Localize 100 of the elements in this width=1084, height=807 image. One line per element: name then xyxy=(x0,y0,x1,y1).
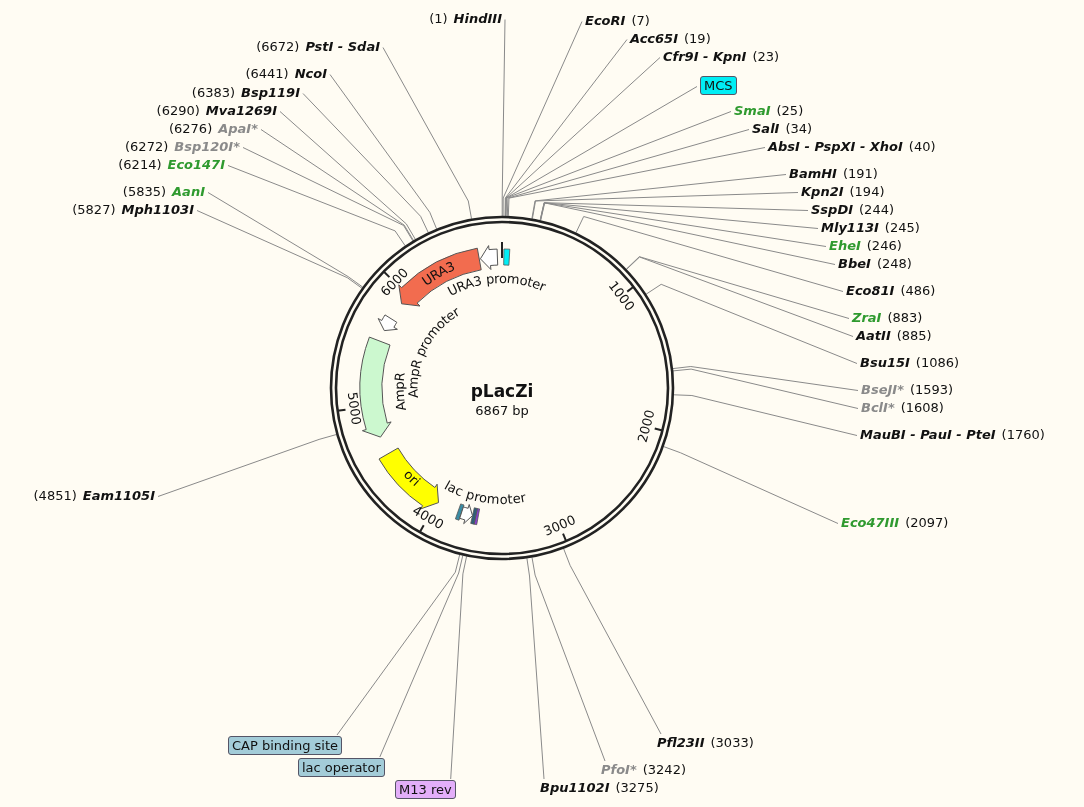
leader-line xyxy=(539,202,827,247)
enzyme-name: Mph1103I xyxy=(121,202,194,217)
enzyme-name: BseJI* xyxy=(861,382,904,397)
cut-position: (6441) xyxy=(245,66,289,81)
tick-label: 5000 xyxy=(344,391,365,426)
plasmid-size: 6867 bp xyxy=(475,403,529,418)
leader-line xyxy=(625,256,850,319)
enzyme-name: SmaI xyxy=(734,103,771,118)
leader-line xyxy=(526,557,545,780)
leader-line xyxy=(663,446,839,524)
leader-line xyxy=(336,554,461,736)
leader-line xyxy=(672,368,859,409)
cut-position: (883) xyxy=(887,310,923,325)
cut-position: (248) xyxy=(876,256,912,271)
enzyme-name: Eco81I xyxy=(846,283,895,298)
cut-position: (2097) xyxy=(905,515,949,530)
leader-line xyxy=(227,165,406,247)
enzyme-name: Kpn2I xyxy=(801,184,844,199)
leader-line xyxy=(242,147,414,242)
enzyme-name: SalI xyxy=(752,121,780,136)
cut-position: (3242) xyxy=(642,762,686,777)
enzyme-name: EcoRI xyxy=(585,13,626,28)
cut-position: (1593) xyxy=(909,382,954,397)
enzyme-name: Acc65I xyxy=(630,31,678,46)
leader-line xyxy=(539,202,819,229)
cut-position: (194) xyxy=(849,184,885,199)
leader-line xyxy=(563,548,662,735)
cut-position: (40) xyxy=(908,139,936,154)
cut-position: (5827) xyxy=(72,202,116,217)
leader-line xyxy=(672,366,859,391)
cut-position: (6272) xyxy=(125,139,169,154)
cut-position: (6214) xyxy=(118,157,162,172)
leader-line xyxy=(505,111,732,217)
leader-line xyxy=(645,283,858,364)
enzyme-name: Eco147I xyxy=(167,157,225,172)
cut-position: (3275) xyxy=(615,780,659,795)
leader-line xyxy=(157,434,337,497)
enzyme-name: BamHI xyxy=(789,166,837,181)
enzyme-name: AanI xyxy=(172,184,205,199)
cut-position: (4851) xyxy=(33,488,77,503)
enzyme-name: Bsu15I xyxy=(860,355,910,370)
leader-line xyxy=(626,256,854,337)
cut-position: (191) xyxy=(842,166,878,181)
feature-label: ori xyxy=(401,466,424,489)
leader-line xyxy=(450,555,468,780)
cut-position: (1608) xyxy=(900,400,944,415)
feature-tag: CAP binding site xyxy=(228,736,342,755)
leader-line xyxy=(379,555,464,758)
leader-line xyxy=(531,556,606,762)
leader-line xyxy=(507,147,766,217)
leader-line xyxy=(575,216,844,292)
cut-position: (19) xyxy=(684,31,711,46)
cut-position: (5835) xyxy=(122,184,167,199)
cut-position: (246) xyxy=(866,238,902,253)
enzyme-name: ApaI* xyxy=(218,121,258,136)
leader-line xyxy=(279,111,416,240)
leader-line xyxy=(302,93,429,234)
enzyme-name: AbsI - PspXI - XhoI xyxy=(768,139,903,154)
enzyme-name: Bpu1102I xyxy=(540,780,610,795)
cut-position: (25) xyxy=(776,103,804,118)
leader-line xyxy=(531,174,787,220)
leader-line xyxy=(260,129,414,241)
leader-line xyxy=(502,21,583,217)
enzyme-name: PfoI* xyxy=(601,762,637,777)
feature-tag: lac operator xyxy=(298,758,385,777)
enzyme-name: MauBI - PauI - PteI xyxy=(860,427,996,442)
enzyme-name: Bsp119I xyxy=(241,85,300,100)
cut-position: (245) xyxy=(884,220,920,235)
cut-position: (1) xyxy=(429,11,448,26)
enzyme-name: ZraI xyxy=(852,310,882,325)
enzyme-name: EheI xyxy=(829,238,861,253)
cut-position: (244) xyxy=(859,202,894,217)
enzyme-name: AatII xyxy=(856,328,891,343)
cut-position: (6672) xyxy=(256,39,300,54)
cut-position: (6290) xyxy=(156,103,200,118)
cut-position: (486) xyxy=(900,283,936,298)
cut-position: (6383) xyxy=(191,85,236,100)
leader-line xyxy=(540,202,836,265)
enzyme-name: Cfr9I - KpnI xyxy=(663,49,747,64)
leader-line xyxy=(196,210,363,289)
enzyme-name: Eco47III xyxy=(841,515,900,530)
enzyme-name: Pfl23II xyxy=(657,735,705,750)
enzyme-name: Eam1105I xyxy=(82,488,155,503)
enzyme-name: BclI* xyxy=(861,400,895,415)
cut-position: (7) xyxy=(631,13,650,28)
enzyme-name: NcoI xyxy=(294,66,327,81)
leader-line xyxy=(382,47,472,220)
plasmid-name: pLacZi xyxy=(470,381,534,401)
leader-line xyxy=(329,74,438,230)
enzyme-name: Mly113I xyxy=(821,220,879,235)
cut-position: (3033) xyxy=(710,735,754,750)
cut-position: (885) xyxy=(896,328,932,343)
enzyme-name: Mva1269I xyxy=(205,103,277,118)
leader-line xyxy=(673,394,858,436)
enzyme-name: PstI - SdaI xyxy=(305,39,380,54)
enzyme-name: SspDI xyxy=(811,202,854,217)
tick-label: 3000 xyxy=(541,512,578,539)
cut-position: (23) xyxy=(752,49,780,64)
leader-line xyxy=(504,39,628,217)
leader-line xyxy=(207,192,364,288)
